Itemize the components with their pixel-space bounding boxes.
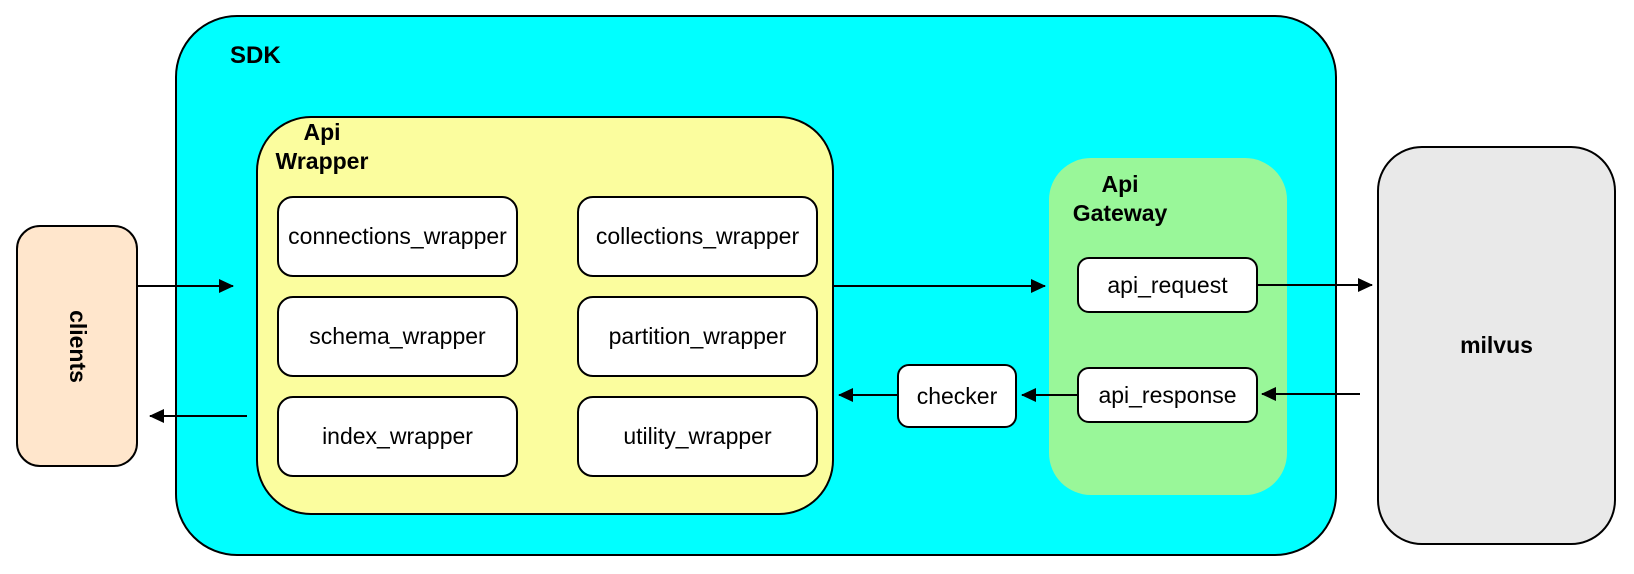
node-label: milvus [1460,332,1533,358]
node-clients: clients [16,225,138,467]
node-api-request: api_request [1077,257,1258,313]
node-label: api_response [1098,381,1237,408]
sdk-label: SDK [230,42,281,69]
node-label: api_request [1107,271,1228,298]
node-collections-wrapper: collections_wrapper [577,196,818,277]
api-gateway-container [1049,158,1287,495]
node-schema-wrapper: schema_wrapper [277,296,518,377]
node-label: clients [64,309,91,383]
node-connections-wrapper: connections_wrapper [277,196,518,277]
node-partition-wrapper: partition_wrapper [577,296,818,377]
api-wrapper-label-line2: Wrapper [275,148,369,174]
api-gateway-label-line1: Api [1101,171,1139,197]
api-wrapper-label: Api Wrapper [262,118,382,176]
node-label: partition_wrapper [608,323,787,349]
node-label: connections_wrapper [288,223,507,249]
api-gateway-label-line2: Gateway [1072,200,1168,226]
node-checker: checker [897,364,1017,428]
node-label: index_wrapper [322,423,473,449]
node-milvus: milvus [1377,146,1616,545]
node-label: utility_wrapper [623,423,772,449]
api-wrapper-label-line1: Api [303,119,341,145]
node-label: schema_wrapper [309,323,486,349]
node-utility-wrapper: utility_wrapper [577,396,818,477]
api-gateway-label: Api Gateway [1060,170,1180,228]
node-index-wrapper: index_wrapper [277,396,518,477]
node-api-response: api_response [1077,367,1258,423]
node-label: checker [916,382,998,409]
node-label: collections_wrapper [595,223,800,249]
